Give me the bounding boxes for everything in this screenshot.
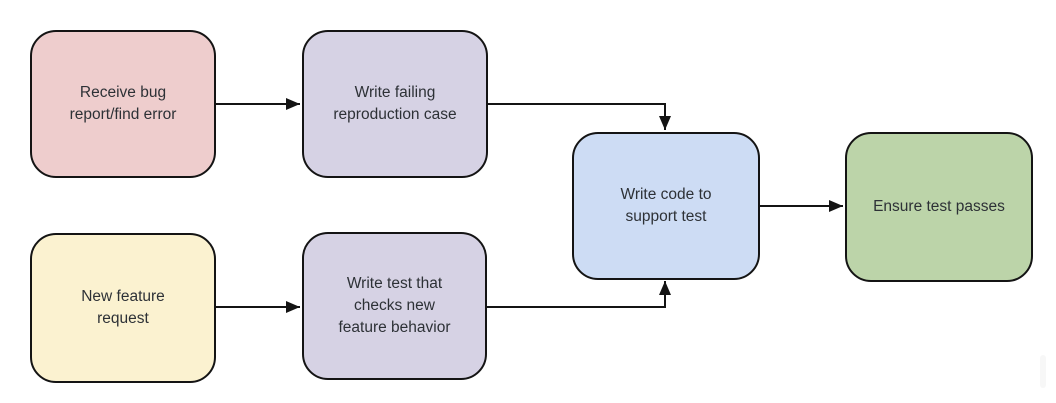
node-label: Write test that checks new feature behav…: [338, 275, 451, 336]
node-label: Receive bug report/find error: [69, 84, 177, 123]
node-label: New feature request: [81, 288, 165, 327]
edge-write-failing-reproduction-case-to-write-code-support-test: [488, 103, 671, 130]
node-label: Write code to support test: [620, 186, 712, 225]
node-new-feature-request: New feature request: [30, 233, 216, 383]
node-receive-bug-report: Receive bug report/find error: [30, 30, 216, 178]
node-write-code-support-test: Write code to support test: [572, 132, 760, 280]
scrollbar-artifact: [1040, 355, 1046, 388]
node-ensure-test-passes: Ensure test passes: [845, 132, 1033, 282]
node-write-failing-reproduction-case: Write failing reproduction case: [302, 30, 488, 178]
edge-write-test-checks-new-feature-to-write-code-support-test: [487, 281, 671, 308]
node-label: Ensure test passes: [873, 198, 1005, 216]
node-write-test-checks-new-feature: Write test that checks new feature behav…: [302, 232, 487, 380]
node-label: Write failing reproduction case: [333, 84, 457, 123]
